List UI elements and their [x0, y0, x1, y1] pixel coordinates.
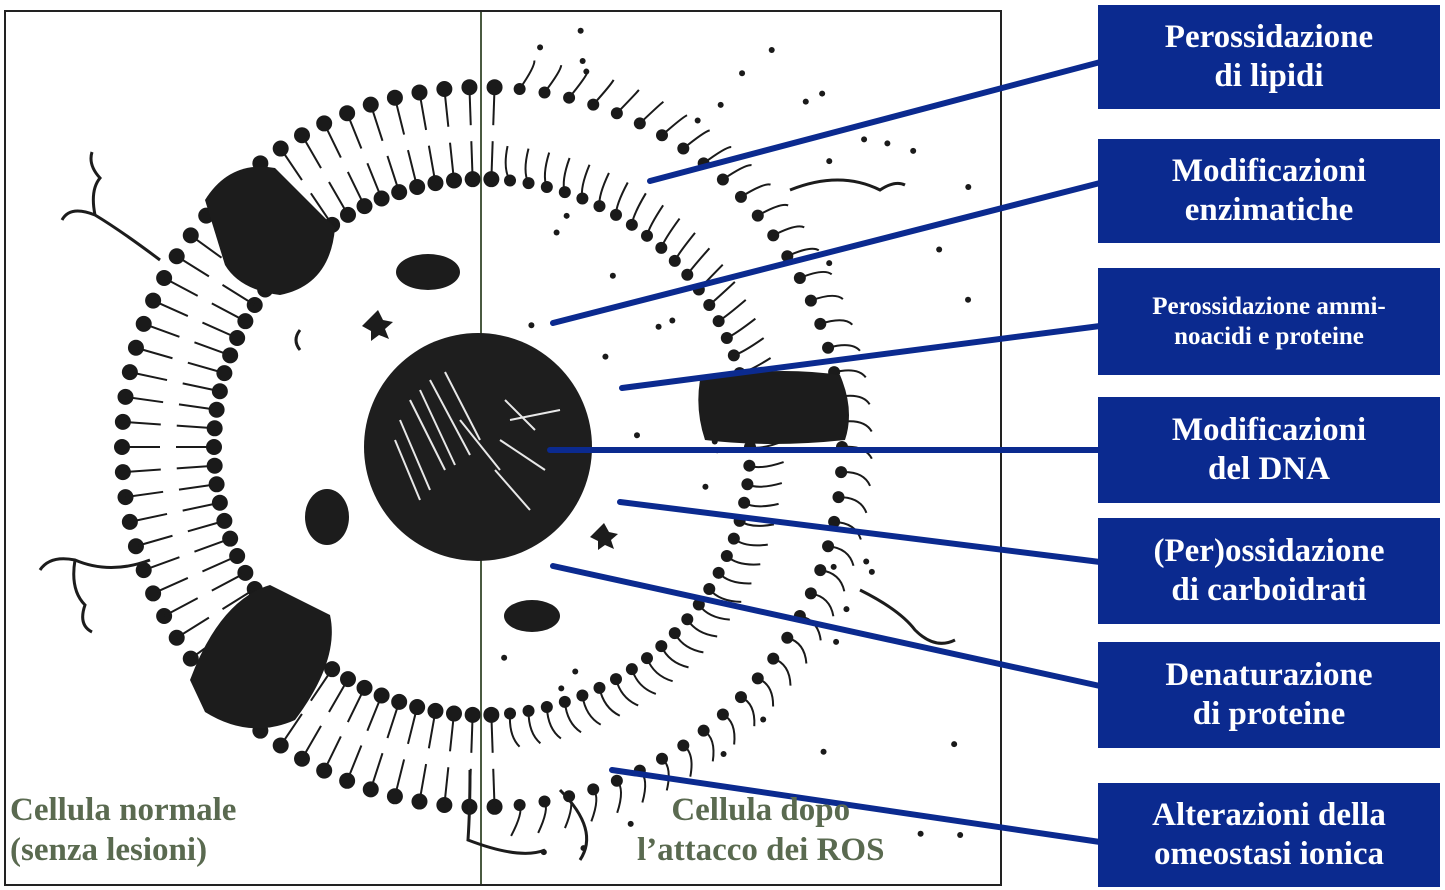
- caption-normal-cell: Cellula normale (senza lesioni): [10, 790, 236, 871]
- membrane-protein-right: [698, 371, 849, 444]
- organelle-left: [305, 489, 349, 545]
- pointer-lines: [550, 60, 1108, 842]
- pointer-line-enzymatic: [553, 183, 1100, 323]
- organelle-top: [396, 254, 460, 290]
- label-lipid-peroxidation: Perossidazione di lipidi: [1098, 5, 1440, 109]
- organelle-bottom: [504, 600, 560, 632]
- organelle-star-2: [590, 523, 618, 550]
- organelle-star: [362, 310, 393, 341]
- label-ionic-homeostasis: Alterazioni della omeostasi ionica: [1098, 783, 1440, 887]
- caption-damaged-cell: Cellula dopo l’attacco dei ROS: [637, 790, 884, 871]
- label-dna-modifications: Modificazioni del DNA: [1098, 397, 1440, 503]
- membrane-protein-bottom: [190, 585, 332, 728]
- label-amino-acid-peroxidation: Perossidazione ammi- noacidi e proteine: [1098, 268, 1440, 375]
- label-carbohydrate-oxidation: (Per)ossidazione di carboidrati: [1098, 518, 1440, 624]
- label-protein-denaturation: Denaturazione di proteine: [1098, 642, 1440, 748]
- label-enzymatic-modifications: Modificazioni enzimatiche: [1098, 139, 1440, 243]
- membrane-protein-top: [205, 167, 335, 295]
- pointer-line-aminoacid: [622, 326, 1100, 388]
- pointer-line-carbohydrate: [620, 502, 1100, 562]
- pointer-line-lipid: [650, 60, 1108, 181]
